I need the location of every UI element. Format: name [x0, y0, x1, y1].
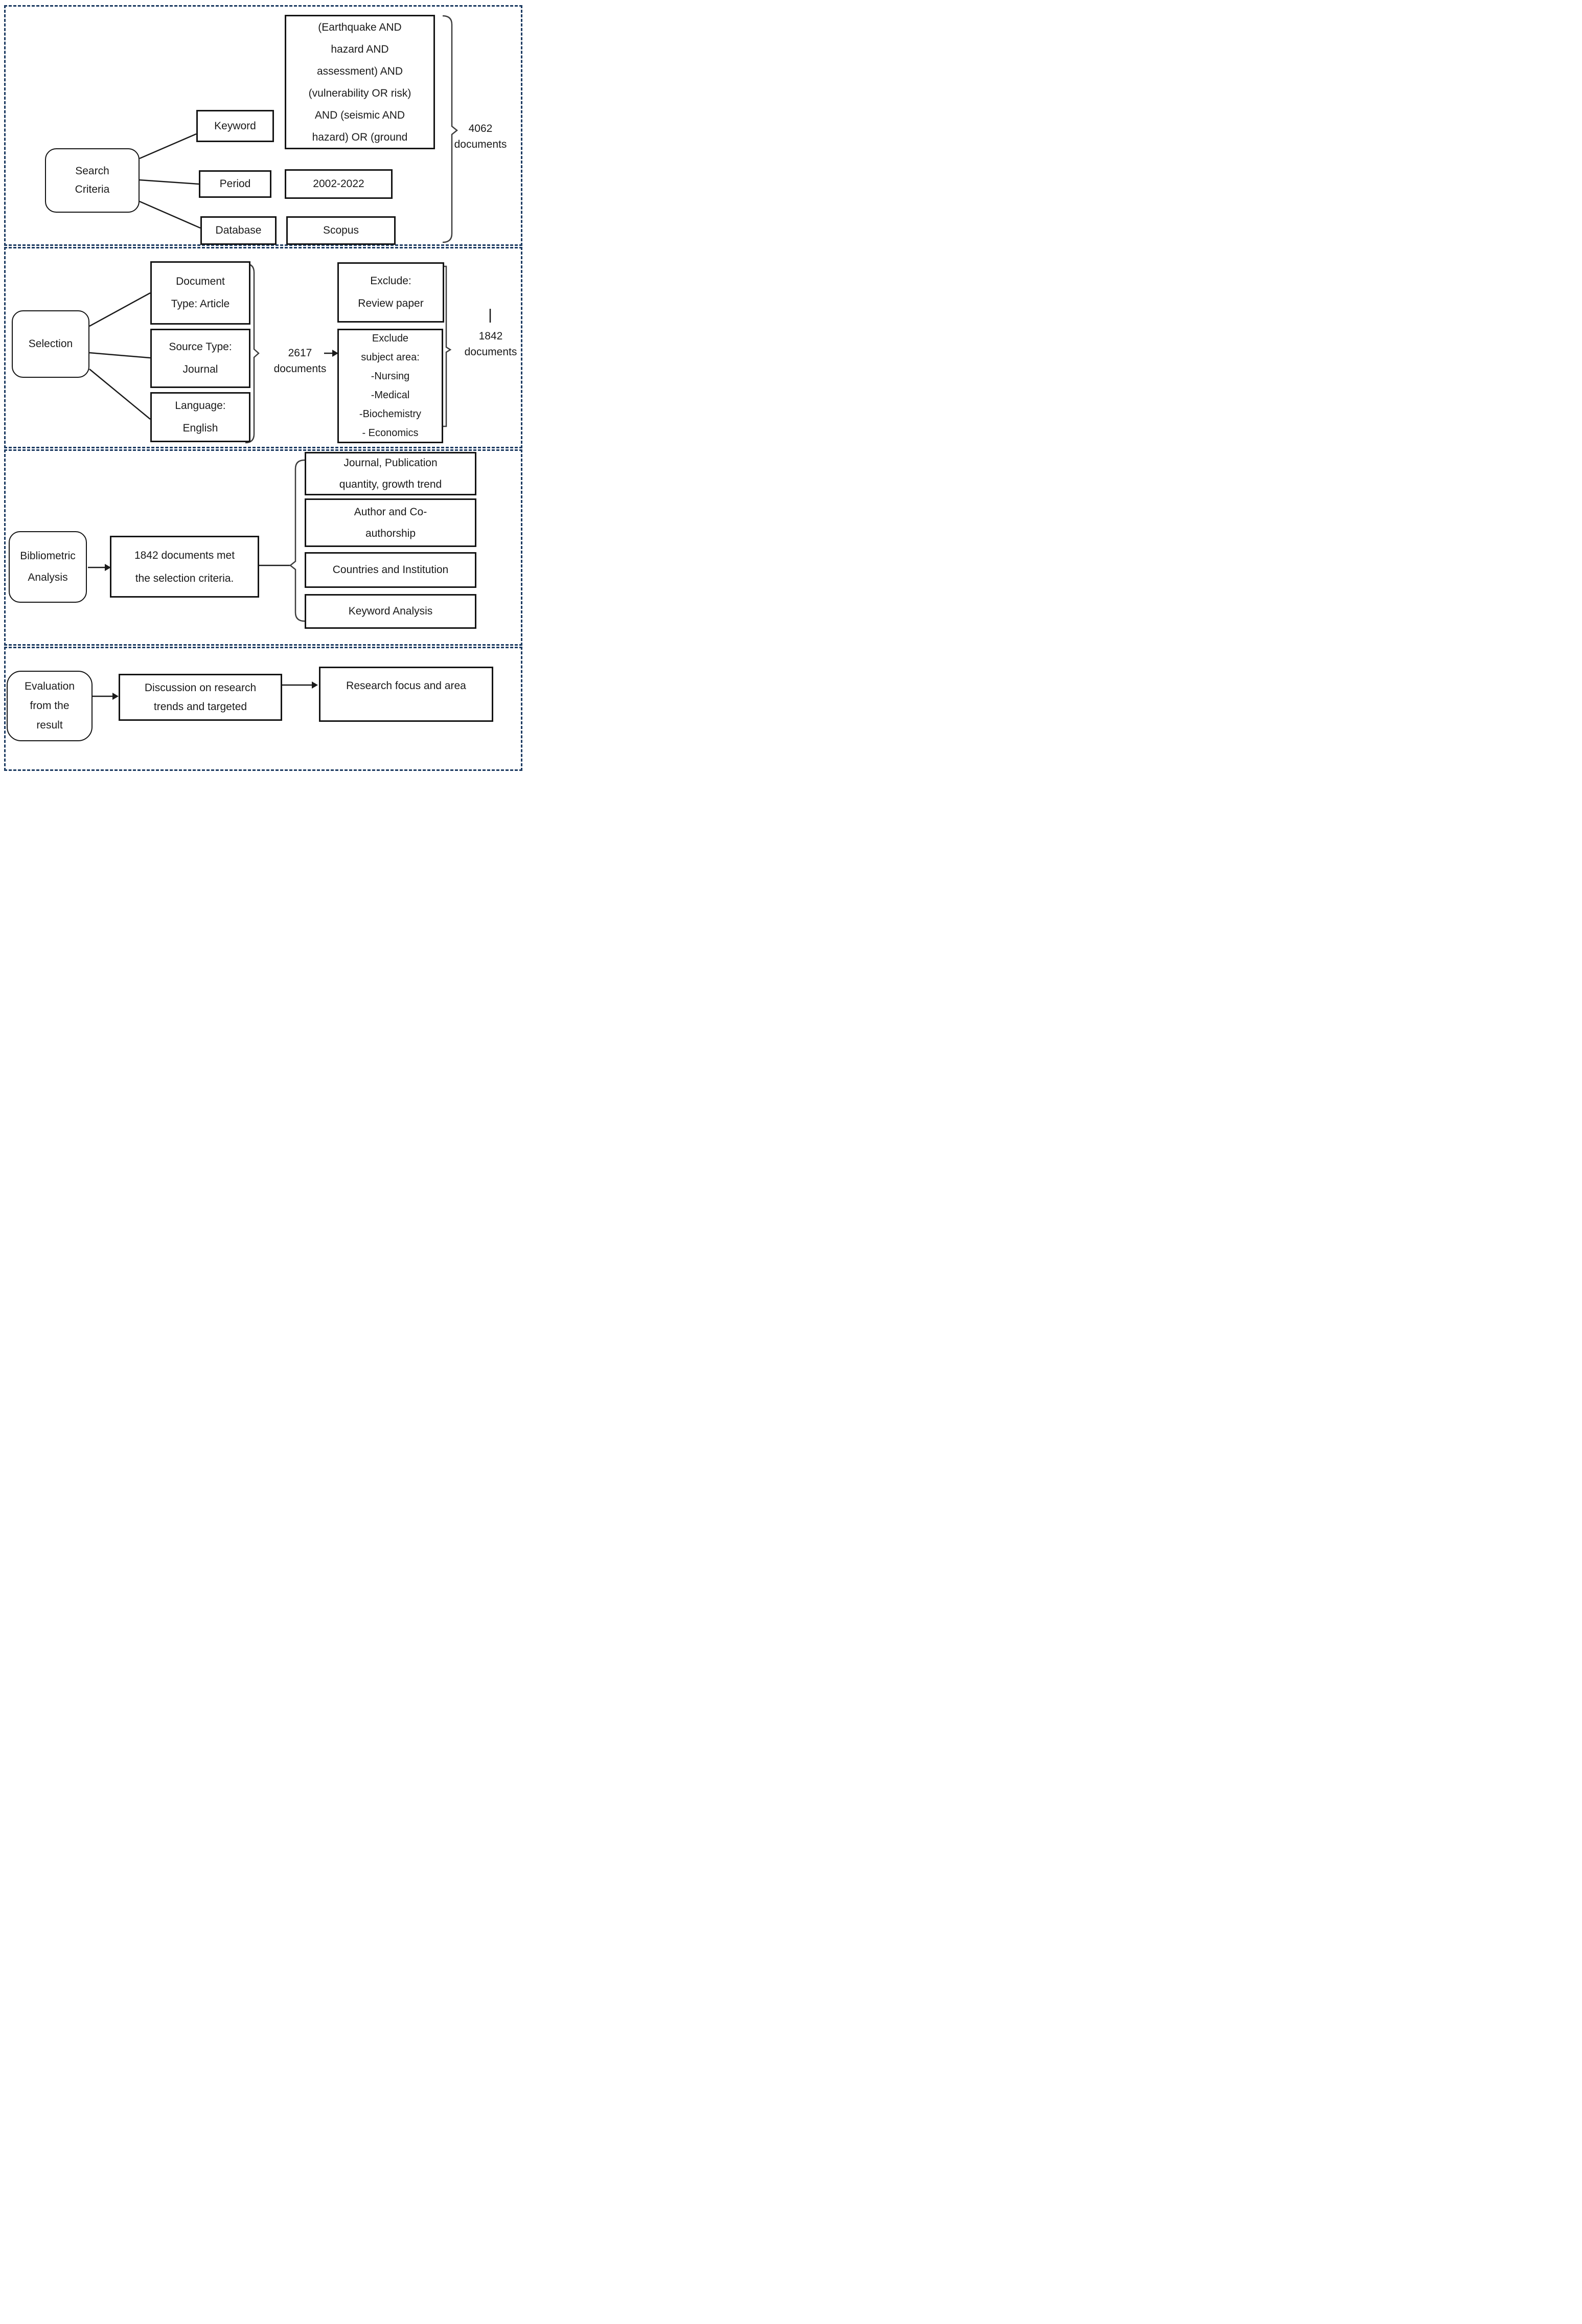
result-1842-label: 1842 documents [458, 328, 523, 360]
research-focus-text: Research focus and area [346, 680, 466, 692]
met-criteria-text: 1842 documents met the selection criteri… [134, 549, 235, 584]
period-label-box: Period [199, 170, 271, 198]
period-label: Period [219, 178, 251, 190]
selection-label: Selection [28, 338, 73, 350]
search-criteria-label: Search Criteria [75, 165, 110, 195]
research-focus-box: Research focus and area [319, 667, 493, 722]
bibliometric-analysis-node: Bibliometric Analysis [9, 531, 87, 603]
flowchart-canvas: Search Criteria Keyword (Earthquake AND … [0, 0, 528, 774]
exclude-review-text: Exclude: Review paper [358, 275, 424, 309]
output-keyword-box: Keyword Analysis [305, 594, 476, 629]
criteria-document-type-text: Document Type: Article [171, 276, 230, 310]
count-2617-text: 2617 documents [273, 347, 327, 375]
exclude-review-box: Exclude: Review paper [337, 262, 444, 323]
keyword-query-box: (Earthquake AND hazard AND assessment) A… [285, 15, 435, 149]
database-value: Scopus [323, 224, 359, 236]
output-countries-text: Countries and Institution [332, 564, 449, 576]
search-criteria-node: Search Criteria [45, 148, 140, 213]
met-criteria-box: 1842 documents met the selection criteri… [110, 536, 259, 598]
exclude-subject-box: Exclude subject area: -Nursing -Medical … [337, 329, 443, 443]
evaluation-label: Evaluation from the result [24, 680, 75, 731]
database-value-box: Scopus [286, 216, 396, 245]
selection-node: Selection [12, 310, 89, 378]
database-label: Database [215, 224, 262, 236]
output-journal-box: Journal, Publication quantity, growth tr… [305, 452, 476, 495]
section-frame-selection [4, 247, 522, 448]
section-frame-search-criteria [4, 5, 522, 246]
criteria-source-type-box: Source Type: Journal [150, 329, 250, 388]
count-2617-label: 2617 documents [262, 345, 338, 377]
criteria-language-box: Language: English [150, 392, 250, 442]
result-1842-text: 1842 documents [464, 330, 517, 358]
result-4062-label: 4062 documents [449, 121, 512, 152]
section-frame-bibliometric-analysis [4, 449, 522, 646]
output-countries-box: Countries and Institution [305, 552, 476, 588]
result-4062-text: 4062 documents [454, 123, 507, 150]
bibliometric-analysis-label: Bibliometric Analysis [20, 550, 76, 583]
discussion-box: Discussion on research trends and target… [119, 674, 282, 721]
output-keyword-text: Keyword Analysis [348, 605, 433, 617]
output-author-text: Author and Co- authorship [354, 506, 427, 539]
output-author-box: Author and Co- authorship [305, 498, 476, 547]
discussion-text: Discussion on research trends and target… [144, 682, 257, 713]
keyword-label: Keyword [214, 120, 256, 132]
criteria-source-type-text: Source Type: Journal [169, 341, 232, 375]
keyword-label-box: Keyword [196, 110, 274, 142]
section-frame-evaluation [4, 647, 522, 771]
keyword-query-text: (Earthquake AND hazard AND assessment) A… [308, 21, 411, 143]
database-label-box: Database [200, 216, 277, 245]
criteria-language-text: Language: English [175, 400, 226, 434]
period-value-box: 2002-2022 [285, 169, 393, 199]
criteria-document-type-box: Document Type: Article [150, 261, 250, 325]
period-value: 2002-2022 [313, 178, 364, 190]
evaluation-node: Evaluation from the result [7, 671, 93, 741]
exclude-subject-text: Exclude subject area: -Nursing -Medical … [359, 333, 422, 439]
output-journal-text: Journal, Publication quantity, growth tr… [339, 457, 442, 490]
